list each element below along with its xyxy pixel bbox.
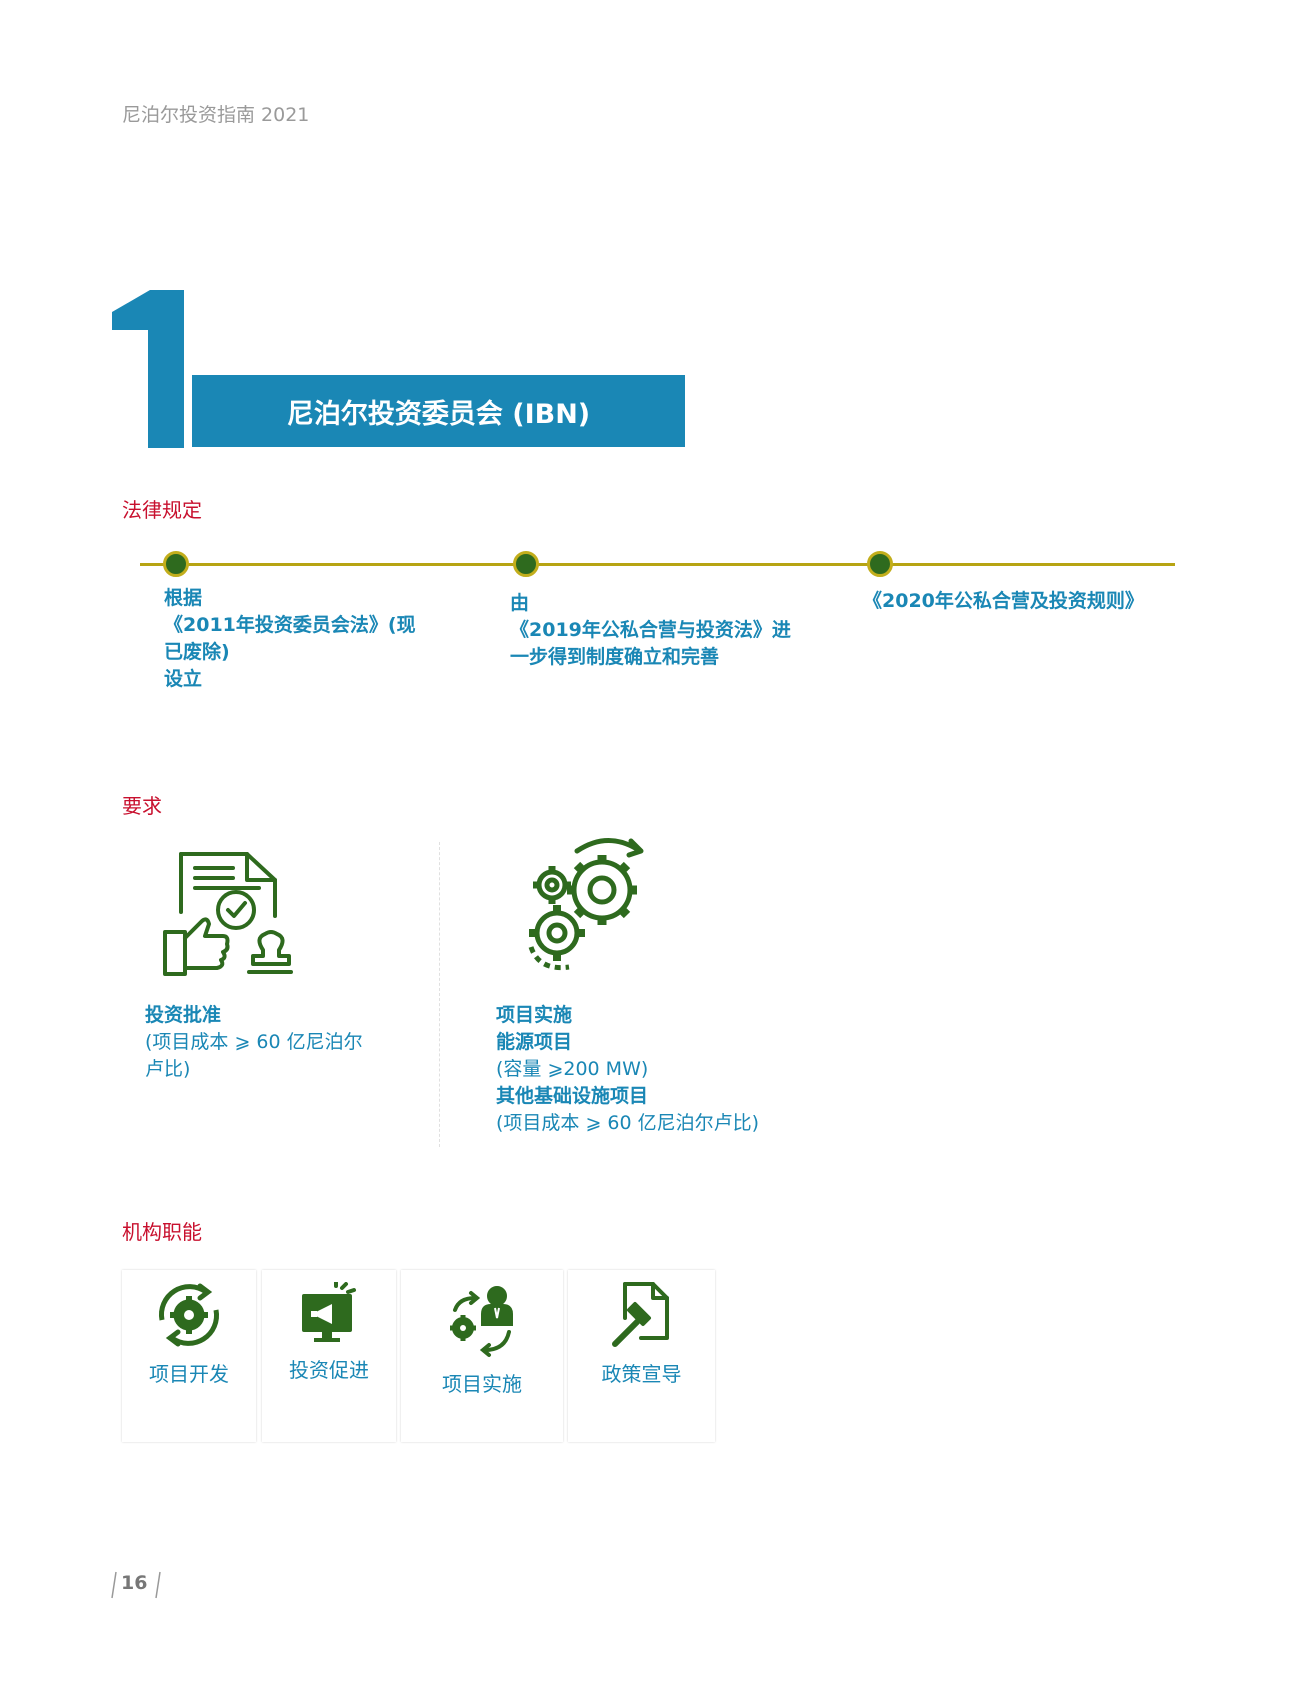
chapter-title-banner: 尼泊尔投资委员会 (IBN) <box>192 375 685 447</box>
requirement-line: 项目实施 <box>496 1004 573 1026</box>
requirement-line: (项目成本 ⩾ 60 亿尼泊尔卢比) <box>496 1112 760 1134</box>
function-card-label: 项目实施 <box>442 1372 522 1396</box>
timeline-dot <box>867 551 893 577</box>
timeline-item-line: 设立 <box>164 668 203 690</box>
function-card-promotion: 投资促进 <box>262 1270 396 1442</box>
timeline-item-line: 已废除) <box>164 641 230 663</box>
section-heading-functions: 机构职能 <box>122 1220 202 1244</box>
function-card-policy: 政策宣导 <box>568 1270 715 1442</box>
timeline-item-line: 《2011年投资委员会法》(现 <box>164 614 416 636</box>
requirement-line: 其他基础设施项目 <box>496 1085 649 1107</box>
timeline-item-line: 《2019年公私合营与投资法》进 <box>510 619 791 641</box>
gear-cycle-icon <box>159 1283 219 1347</box>
requirement-implementation: 项目实施 能源项目 (容量 ⩾200 MW) 其他基础设施项目 (项目成本 ⩾ … <box>496 1002 759 1137</box>
requirement-line: (容量 ⩾200 MW) <box>496 1058 649 1080</box>
page-number: 16 <box>121 1572 148 1594</box>
timeline-dot <box>513 551 539 577</box>
requirement-line: 能源项目 <box>496 1031 573 1053</box>
function-card-label: 投资促进 <box>289 1358 369 1382</box>
timeline-item-line: 《2020年公私合营及投资规则》 <box>863 590 1144 612</box>
approval-document-stamp-icon <box>163 852 293 976</box>
section-heading-legal: 法律规定 <box>122 498 202 522</box>
function-card-implementation: 项目实施 <box>401 1270 563 1442</box>
timeline-item-2: 由 《2019年公私合营与投资法》进 一步得到制度确立和完善 <box>510 590 791 671</box>
requirement-line: (项目成本 ⩾ 60 亿尼泊尔 <box>145 1031 363 1053</box>
function-card-label: 项目开发 <box>149 1362 229 1386</box>
function-card-label: 政策宣导 <box>601 1362 682 1386</box>
timeline-item-line: 根据 <box>164 587 203 609</box>
timeline-item-line: 由 <box>510 592 530 614</box>
policy-document-gavel-icon <box>611 1282 669 1347</box>
timeline-item-line: 一步得到制度确立和完善 <box>510 646 720 668</box>
person-gear-icon <box>450 1286 513 1357</box>
promotion-monitor-icon <box>302 1282 356 1342</box>
requirement-line: 投资批准 <box>145 1004 222 1026</box>
gears-icon <box>528 838 644 971</box>
timeline-item-3: 《2020年公私合营及投资规则》 <box>863 588 1144 615</box>
timeline-dot <box>163 551 189 577</box>
requirement-line: 卢比) <box>145 1058 191 1080</box>
column-separator <box>439 842 440 1147</box>
chapter-number-graphic <box>112 290 184 448</box>
running-header: 尼泊尔投资指南 2021 <box>122 104 310 126</box>
timeline-item-1: 根据 《2011年投资委员会法》(现 已废除) 设立 <box>164 585 416 693</box>
chapter-title: 尼泊尔投资委员会 (IBN) <box>286 398 591 430</box>
page-number-frame <box>111 1571 161 1599</box>
function-card-development: 项目开发 <box>122 1270 256 1442</box>
timeline-line <box>140 563 1175 566</box>
section-heading-requirements: 要求 <box>122 794 162 818</box>
requirement-approval: 投资批准 (项目成本 ⩾ 60 亿尼泊尔 卢比) <box>145 1002 363 1083</box>
